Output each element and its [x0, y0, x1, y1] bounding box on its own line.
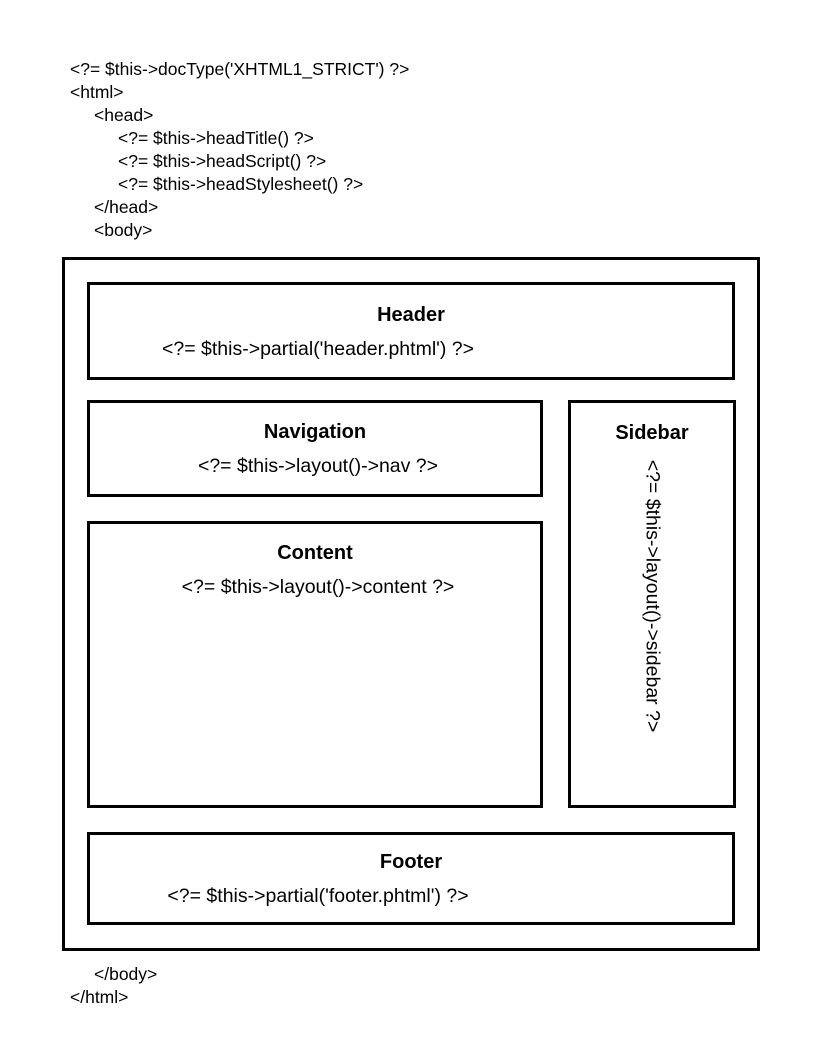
diagram-box-content: Content <?= $this->layout()->content ?> — [87, 521, 543, 808]
diagram-box-navigation: Navigation <?= $this->layout()->nav ?> — [87, 400, 543, 497]
navigation-box-code: <?= $this->layout()->nav ?> — [197, 455, 439, 477]
code-line: <?= $this->headTitle() ?> — [118, 128, 314, 148]
code-line: <?= $this->headStylesheet() ?> — [118, 174, 364, 194]
sidebar-box-code: <?= $this->layout()->sidebar ?> — [641, 459, 663, 732]
code-line: <head> — [94, 105, 154, 125]
code-line: </head> — [94, 197, 159, 217]
code-block-bottom: </body> </html> — [70, 963, 770, 1009]
footer-box-title: Footer — [379, 851, 443, 873]
content-box-code: <?= $this->layout()->content ?> — [181, 576, 455, 598]
header-box-code: <?= $this->partial('header.phtml') ?> — [161, 338, 475, 360]
content-box-title: Content — [277, 542, 353, 564]
code-line: </html> — [70, 987, 129, 1007]
code-block-top: <?= $this->docType('XHTML1_STRICT') ?> <… — [70, 58, 770, 242]
diagram-box-footer: Footer <?= $this->partial('footer.phtml'… — [87, 832, 735, 925]
header-box-title: Header — [377, 304, 445, 326]
navigation-box-title: Navigation — [263, 421, 367, 443]
footer-box-code: <?= $this->partial('footer.phtml') ?> — [167, 885, 469, 907]
code-line: <html> — [70, 82, 124, 102]
diagram-box-sidebar: Sidebar <?= $this->layout()->sidebar ?> — [568, 400, 736, 808]
sidebar-box-title: Sidebar — [615, 422, 689, 444]
code-line: <?= $this->docType('XHTML1_STRICT') ?> — [70, 59, 410, 79]
sidebar-box-code-rotated-wrapper: <?= $this->layout()->sidebar ?> — [571, 459, 733, 732]
code-line: <body> — [94, 220, 153, 240]
code-line: <?= $this->headScript() ?> — [118, 151, 327, 171]
diagram-box-header: Header <?= $this->partial('header.phtml'… — [87, 282, 735, 380]
code-line: </body> — [94, 964, 158, 984]
layout-diagram-container: Header <?= $this->partial('header.phtml'… — [62, 257, 760, 951]
